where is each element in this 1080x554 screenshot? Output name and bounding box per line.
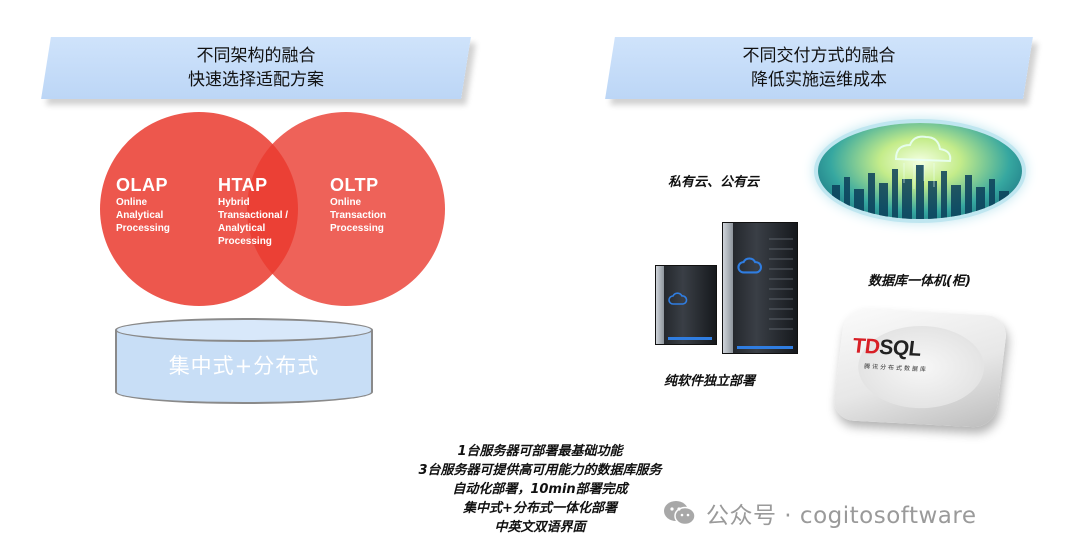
htap-desc-3: Analytical [218, 222, 288, 235]
oltp-title: OLTP [330, 175, 386, 196]
oltp-desc-2: Transaction [330, 209, 386, 222]
tdsql-logo-sql: SQL [878, 336, 922, 361]
banner-line2: 降低实施运维成本 [751, 68, 887, 92]
software-caption: 纯软件独立部署 [664, 370, 755, 389]
cloud-logo-icon [668, 292, 688, 306]
oltp-label: OLTP Online Transaction Processing [330, 175, 386, 235]
wechat-icon [662, 499, 698, 527]
banner-line2: 快速选择适配方案 [188, 68, 324, 92]
server-large-image [722, 222, 798, 354]
olap-desc-3: Processing [116, 222, 170, 235]
rack-vent-icon [767, 233, 795, 343]
feature-item: 3台服务器可提供高可用能力的数据库服务 [360, 461, 720, 480]
tdsql-appliance-image: TDSQL 腾讯分布式数据库 [832, 308, 1009, 428]
database-cylinder: 集中式+分布式 [115, 318, 373, 406]
architecture-banner: 不同架构的融合 快速选择适配方案 [46, 37, 466, 99]
banner-line1: 不同架构的融合 [197, 44, 316, 68]
cloud-city-image [818, 123, 1022, 219]
server-small-image [655, 265, 717, 345]
htap-desc-1: Hybrid [218, 196, 288, 209]
cloud-icon [818, 123, 1022, 219]
watermark-text: 公众号 · cogitosoftware [706, 496, 977, 530]
cloud-caption: 私有云、公有云 [668, 171, 759, 190]
htap-desc-2: Transactional / [218, 209, 288, 222]
cloud-logo-icon [737, 257, 763, 275]
oltp-desc-1: Online [330, 196, 386, 209]
banner-line1: 不同交付方式的融合 [743, 44, 896, 68]
htap-label: HTAP Hybrid Transactional / Analytical P… [218, 175, 288, 248]
appliance-caption: 数据库一体机(柜) [868, 270, 971, 289]
delivery-banner: 不同交付方式的融合 降低实施运维成本 [610, 37, 1028, 99]
feature-item: 自动化部署，10min部署完成 [360, 480, 720, 499]
feature-item: 1台服务器可部署最基础功能 [360, 442, 720, 461]
tdsql-logo-td: TD [851, 334, 881, 358]
watermark: 公众号 · cogitosoftware [662, 498, 977, 528]
olap-title: OLAP [116, 175, 170, 196]
cylinder-label: 集中式+分布式 [115, 350, 373, 380]
htap-title: HTAP [218, 175, 288, 196]
htap-desc-4: Processing [218, 235, 288, 248]
olap-desc-1: Online [116, 196, 170, 209]
tdsql-logo: TDSQL [851, 334, 922, 362]
olap-desc-2: Analytical [116, 209, 170, 222]
oltp-desc-3: Processing [330, 222, 386, 235]
olap-label: OLAP Online Analytical Processing [116, 175, 170, 235]
venn-diagram: OLAP Online Analytical Processing HTAP H… [100, 112, 445, 308]
